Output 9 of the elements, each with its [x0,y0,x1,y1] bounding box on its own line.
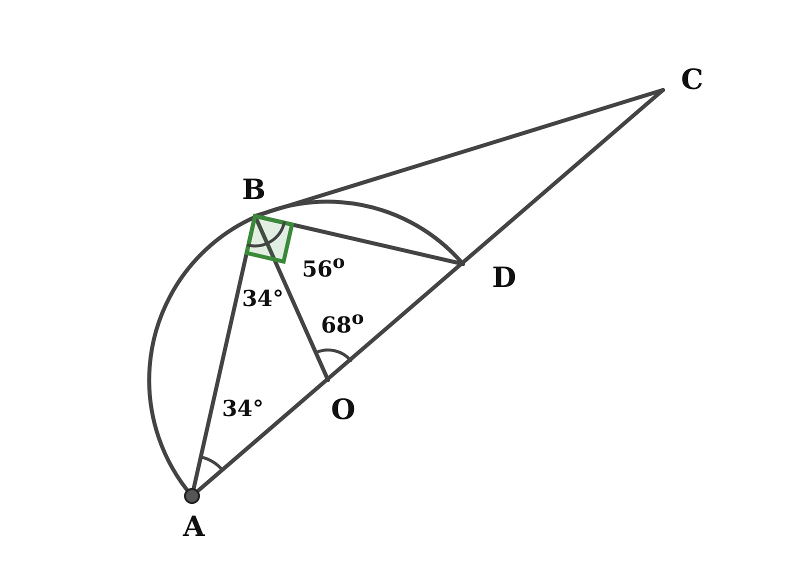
point-label: A [183,513,205,541]
angle-label: 34° [222,398,264,420]
point-label: O [331,396,356,424]
angle-label: 34° [242,288,284,310]
point-label: C [681,66,704,94]
angle-label: 68$^{o}$ [321,310,364,336]
angle-label: 56$^{o}$ [302,254,345,280]
point-label: D [492,264,516,292]
point-label: B [242,176,266,204]
